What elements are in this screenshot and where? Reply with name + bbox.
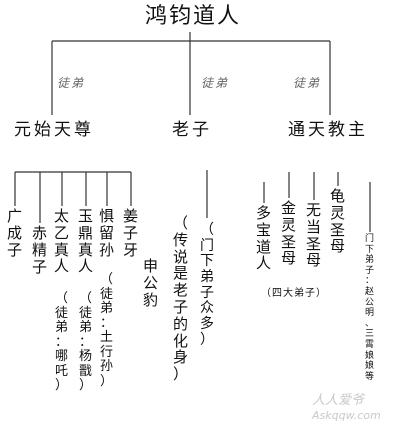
node-duobao: 多宝道人: [256, 204, 272, 273]
relation-label-yuanshi: 徒弟: [57, 76, 86, 90]
relation-label-laozi: 徒弟: [201, 76, 230, 90]
disciple-laozi: 老子: [172, 120, 212, 140]
note-taiyi-disciple: （徒弟：哪吒）: [55, 291, 69, 394]
node-yuding: 玉鼎真人: [78, 207, 94, 276]
label-four-disciples: （四大弟子）: [261, 288, 327, 299]
disciple-tongtian: 通天教主: [288, 120, 368, 140]
node-juliusun: 惧留孙: [99, 207, 115, 259]
note-laozi-incarnation: （传说是老子的化身）: [173, 214, 189, 384]
node-guangchengzi: 广成子: [7, 207, 23, 259]
node-shengongbao: 申公豹: [143, 257, 159, 309]
note-juliusun-disciple: （徒弟：土行孙）: [100, 272, 114, 389]
node-jinling: 金灵圣母: [281, 199, 297, 268]
note-laozi-disciples: （门下弟子众多）: [200, 222, 214, 348]
node-wudang: 无当圣母: [306, 201, 322, 270]
relation-label-tongtian: 徒弟: [293, 76, 322, 90]
watermark-url: Askqqw.com: [312, 409, 381, 422]
node-chijingzi: 赤精子: [32, 224, 48, 276]
disciple-yuanshi: 元始天尊: [14, 120, 94, 140]
watermark-brand: 人人爱爷: [312, 393, 365, 408]
note-tongtian-other-disciples: 门下弟子：赵公明、三霄娘娘等: [365, 234, 375, 382]
node-guiling: 龟灵圣母: [330, 187, 346, 256]
note-yuding-disciple: （徒弟：杨戬）: [79, 291, 93, 394]
node-taiyi: 太乙真人: [54, 207, 70, 276]
root-title: 鸿钧道人: [145, 4, 242, 29]
node-jiangziya: 姜子牙: [123, 207, 139, 259]
